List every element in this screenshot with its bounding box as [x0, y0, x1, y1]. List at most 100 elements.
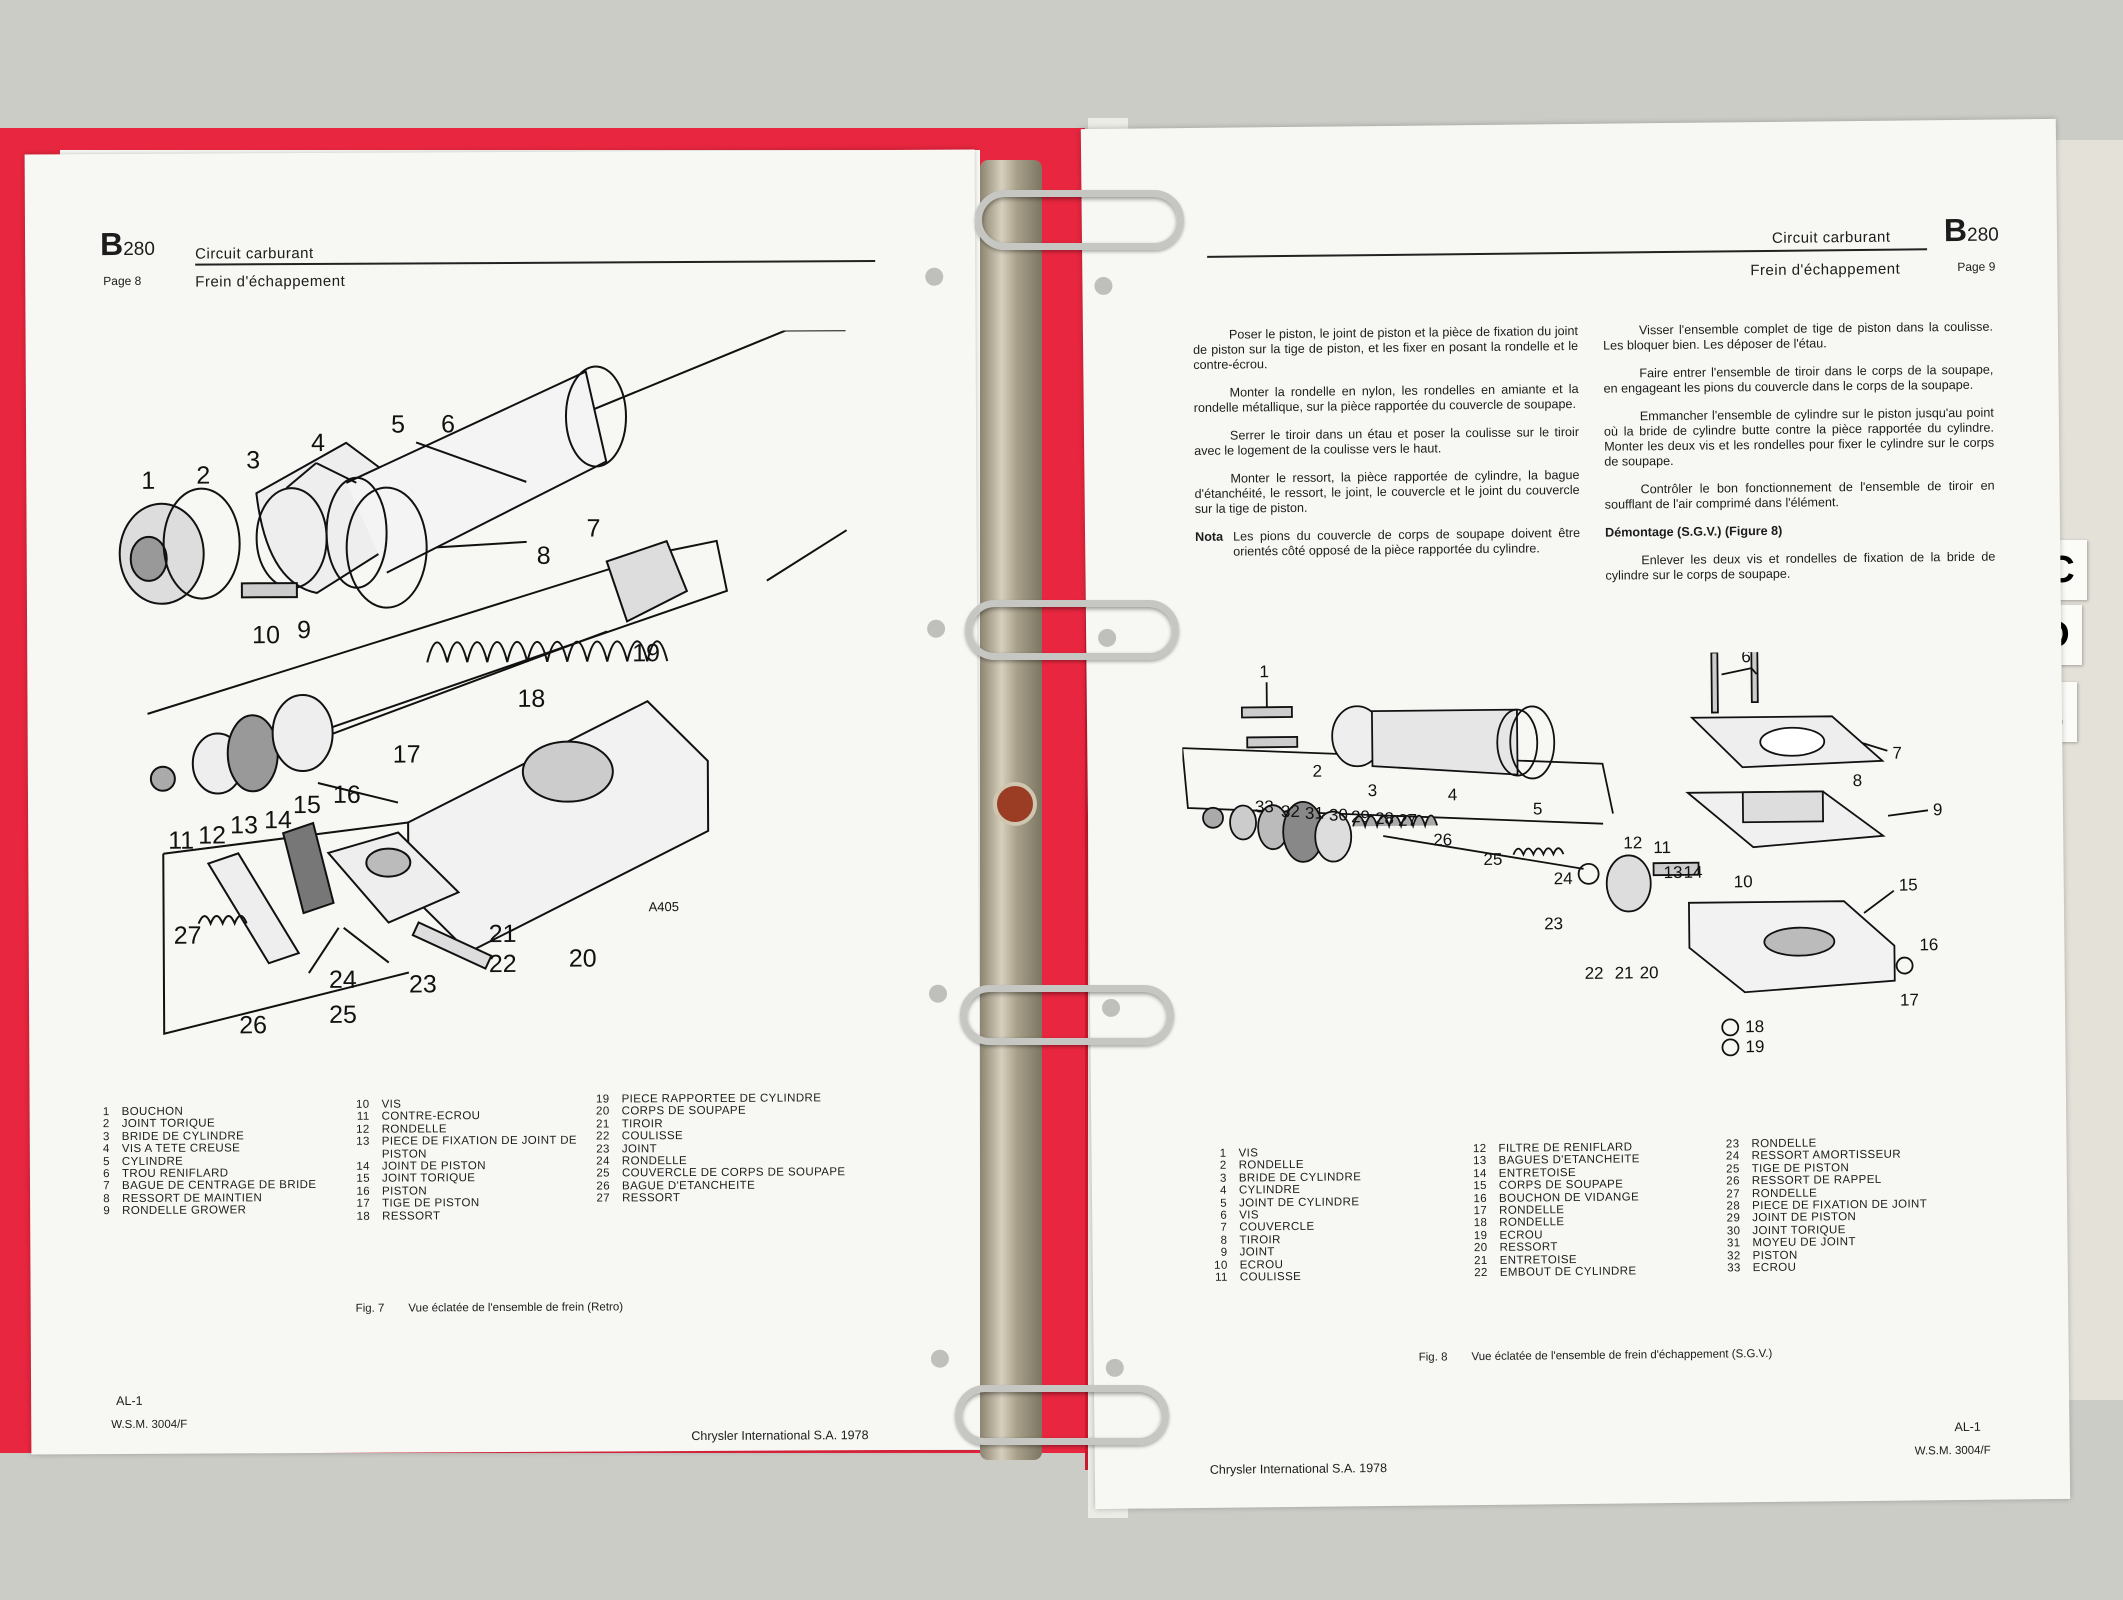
footer-copyright: Chrysler International S.A. 1978 — [1209, 1461, 1388, 1477]
punch-hole — [930, 1349, 949, 1368]
callout: 4 — [1448, 785, 1458, 804]
paragraph: Faire entrer l'ensemble de tiroir dans l… — [1603, 362, 1994, 396]
paragraph: Visser l'ensemble complet de tige de pis… — [1603, 319, 1993, 353]
spine-rivet — [993, 782, 1037, 826]
exploded-diagram-fig8: 1 2 3 4 5 6 7 8 9 10 11 12 13 14 15 16 1… — [1181, 649, 1943, 1057]
punch-hole — [1105, 1358, 1124, 1377]
footer-copyright: Chrysler International S.A. 1978 — [691, 1428, 869, 1444]
paragraph: Serrer le tiroir dans un étau et poser l… — [1194, 424, 1580, 458]
callout: 7 — [1892, 744, 1902, 763]
callout: 9 — [1933, 800, 1943, 819]
punch-hole — [1094, 276, 1113, 296]
footer-code: AL-1 — [116, 1393, 143, 1409]
callout: 31 — [1305, 804, 1324, 823]
callout: 10 — [1734, 872, 1753, 891]
fig-caption-text: Vue éclatée de l'ensemble de frein d'éch… — [1471, 1347, 1773, 1364]
header-rule — [1207, 248, 1928, 258]
paragraph: Poser le piston, le joint de piston et l… — [1193, 323, 1579, 372]
callout: 20 — [1640, 963, 1659, 982]
sub-heading: Démontage (S.G.V.) (Figure 8) — [1604, 523, 1783, 540]
callout: 19 — [632, 639, 660, 667]
callout: 14 — [1684, 863, 1703, 882]
footer-wsm: W.S.M. 3004/F — [1914, 1444, 1991, 1458]
callout: 13 — [230, 811, 258, 839]
callout: 1 — [141, 467, 155, 495]
punch-hole — [927, 619, 946, 638]
callout: 8 — [1853, 771, 1863, 790]
section-code: B280 — [1943, 211, 1999, 249]
page-subtitle: Frein d'échappement — [195, 272, 346, 291]
fig-label: Fig. 7 — [355, 1302, 385, 1315]
callout: 9 — [297, 616, 311, 644]
callout: 18 — [517, 685, 545, 713]
callout: 17 — [1900, 990, 1919, 1009]
callout: 22 — [489, 950, 517, 978]
page-number: Page 9 — [1957, 259, 1996, 274]
nota-label: Nota — [1195, 529, 1224, 544]
page-title: Circuit carburant — [195, 244, 314, 263]
page-title: Circuit carburant — [1771, 228, 1891, 247]
callout: 16 — [1919, 935, 1938, 954]
callout: 26 — [239, 1011, 267, 1039]
figure-caption: Fig. 8 Vue éclatée de l'ensemble de frein… — [1419, 1348, 1797, 1364]
callout: 11 — [168, 827, 194, 855]
binder-ring[interactable] — [955, 1385, 1169, 1445]
callout: 18 — [1745, 1017, 1764, 1036]
instructions-col2: Visser l'ensemble complet de tige de pis… — [1603, 320, 1996, 597]
callout: 6 — [441, 410, 455, 438]
footer-wsm: W.S.M. 3004/F — [111, 1418, 188, 1432]
nota-text: Les pions du couvercle de corps de soupa… — [1233, 525, 1581, 559]
punch-hole — [928, 984, 948, 1003]
callout: 23 — [1544, 914, 1563, 933]
callout: 24 — [1554, 869, 1573, 888]
callout: 27 — [174, 922, 202, 950]
punch-hole — [925, 267, 944, 286]
callout: 25 — [329, 1001, 357, 1029]
callout: 8 — [537, 542, 551, 570]
left-page: B280 Page 8 Circuit carburant Frein d'éc… — [24, 149, 982, 1455]
section-code: B280 — [99, 225, 155, 263]
callout: 27 — [1398, 811, 1417, 830]
page-subtitle: Frein d'échappement — [1750, 260, 1901, 280]
callout: 14 — [264, 806, 292, 834]
callout: 25 — [1483, 850, 1502, 869]
binder-ring[interactable] — [975, 190, 1184, 250]
paragraph: Contrôler le bon fonctionnement de l'ens… — [1604, 478, 1995, 512]
callout: 15 — [293, 791, 321, 819]
callout: 21 — [489, 920, 517, 948]
callout: 26 — [1433, 830, 1452, 849]
callout: 12 — [1623, 833, 1642, 852]
right-page: Circuit carburant Frein d'échappement B2… — [1080, 118, 2071, 1510]
callout: 5 — [1533, 799, 1543, 818]
binder-ring[interactable] — [960, 985, 1174, 1045]
paragraph: Enlever les deux vis et rondelles de fix… — [1605, 549, 1996, 583]
fig-label: Fig. 8 — [1418, 1351, 1448, 1364]
callout: 17 — [393, 740, 421, 768]
page-number: Page 8 — [103, 273, 142, 289]
callout: 21 — [1615, 963, 1634, 982]
nota: Nota Les pions du couvercle de corps de s… — [1195, 526, 1580, 560]
callout: 2 — [1312, 762, 1322, 781]
callout: 32 — [1281, 802, 1300, 821]
callout: 33 — [1255, 797, 1274, 816]
callout: 7 — [586, 514, 600, 542]
callout: 3 — [246, 446, 260, 474]
exploded-diagram-fig7: 1 2 3 4 5 6 7 8 9 10 11 12 13 14 15 16 1… — [118, 329, 848, 1039]
instructions-col1: Poser le piston, le joint de piston et l… — [1193, 324, 1580, 560]
callout: 10 — [252, 621, 280, 649]
callout: 2 — [196, 462, 210, 490]
callout: 3 — [1368, 781, 1378, 800]
paragraph: Monter le ressort, la pièce rapportée de… — [1194, 467, 1580, 516]
fig-caption-text: Vue éclatée de l'ensemble de frein (Retr… — [408, 1301, 624, 1315]
callout: 28 — [1375, 809, 1394, 828]
callout: 4 — [311, 429, 325, 457]
callout: 30 — [1329, 805, 1348, 824]
callout: 15 — [1899, 875, 1918, 894]
paragraph: Emmancher l'ensemble de cylindre sur le … — [1603, 405, 1995, 469]
figure-caption: Fig. 7 Vue éclatée de l'ensemble de frein… — [355, 1301, 647, 1315]
callout: 11 — [1653, 838, 1671, 857]
binder-ring[interactable] — [965, 600, 1179, 660]
